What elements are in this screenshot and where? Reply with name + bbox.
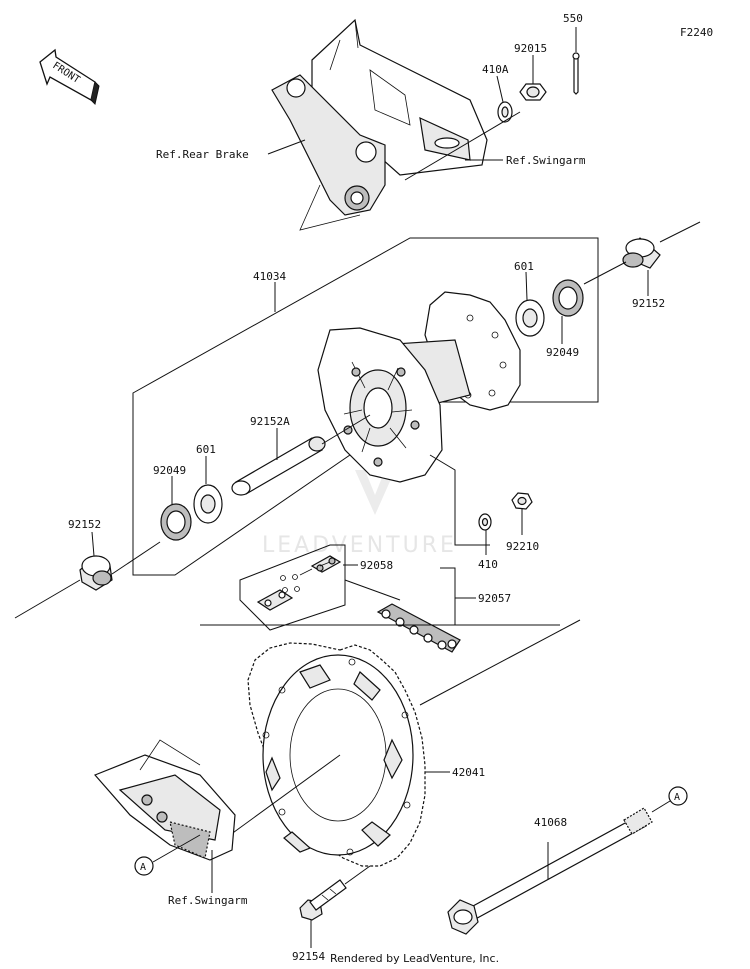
label-92049-right: 92049 — [546, 346, 579, 359]
label-41068: 41068 — [534, 816, 567, 829]
ref-swingarm-bottom-label: Ref.Swingarm — [168, 894, 248, 907]
footer-credit: Rendered by LeadVenture, Inc. — [330, 952, 499, 965]
label-92015: 92015 — [514, 42, 547, 55]
label-601-right: 601 — [514, 260, 534, 273]
swingarm-bottom-illustration — [93, 739, 236, 861]
label-550: 550 — [563, 12, 583, 25]
swingarm-top-illustration — [271, 18, 488, 231]
master-link-92058 — [256, 555, 342, 611]
watermark: LEADVENTURE — [262, 470, 457, 558]
spacer-92152A — [231, 436, 326, 496]
label-42041: 42041 — [452, 766, 485, 779]
rear-sprocket-42041 — [247, 642, 426, 867]
rear-axle-41068 — [447, 807, 653, 935]
collar-92152-left — [79, 555, 113, 591]
drive-chain-92057 — [376, 603, 461, 653]
oil-seal-92049-right — [552, 279, 584, 317]
washer-410A — [497, 101, 513, 123]
bearing-601-right — [515, 299, 545, 337]
label-92057: 92057 — [478, 592, 511, 605]
ref-rear-brake-label: Ref.Rear Brake — [156, 148, 249, 161]
label-92152A: 92152A — [250, 415, 290, 428]
wheel-hub-41034 — [317, 291, 521, 483]
label-410: 410 — [478, 558, 498, 571]
callout-a-bottom — [134, 856, 154, 876]
nut-92210 — [511, 492, 533, 510]
callout-a-top — [668, 786, 688, 806]
callout-a-top-label: A — [674, 792, 680, 803]
chain-joint-bracket — [239, 544, 346, 631]
label-92210: 92210 — [506, 540, 539, 553]
label-92058: 92058 — [360, 559, 393, 572]
front-arrow-icon: FRONT — [39, 48, 100, 105]
label-601-left: 601 — [196, 443, 216, 456]
washer-410 — [478, 513, 492, 531]
cotter-pin-550 — [572, 52, 580, 95]
label-92152-left: 92152 — [68, 518, 101, 531]
label-410A: 410A — [482, 63, 509, 76]
oil-seal-92049-left — [160, 503, 192, 541]
diagram-code: F2240 — [680, 26, 713, 39]
nut-92015 — [519, 83, 547, 101]
label-92154: 92154 — [292, 950, 325, 963]
collar-92152-right — [622, 237, 661, 269]
label-92049-left: 92049 — [153, 464, 186, 477]
ref-swingarm-top-label: Ref.Swingarm — [506, 154, 586, 167]
label-92152-right: 92152 — [632, 297, 665, 310]
watermark-text: LEADVENTURE — [262, 533, 457, 558]
bolt-92154 — [299, 879, 347, 921]
callout-a-bottom-label: A — [140, 862, 146, 873]
label-41034: 41034 — [253, 270, 286, 283]
bearing-601-left — [193, 484, 223, 524]
